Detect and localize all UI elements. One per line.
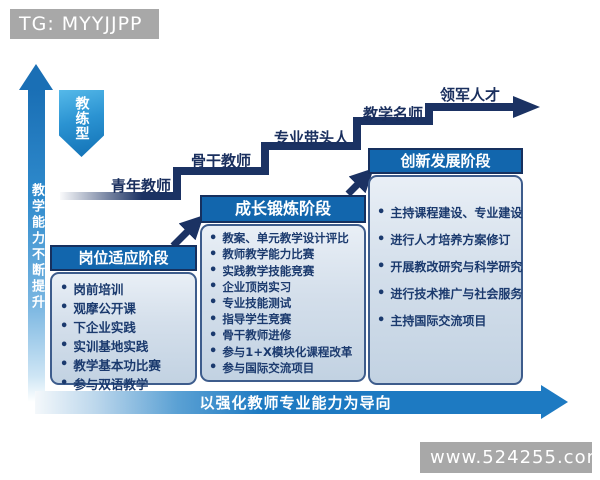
stage-item-label: 开展教改研究与科学研究 — [390, 259, 523, 274]
website-watermark-label: www.524255.com — [430, 447, 600, 468]
stage-item-label: 进行人才培养方案修订 — [390, 232, 511, 247]
website-watermark-tag: www.524255.com — [420, 442, 600, 473]
bullet-icon: • — [60, 376, 69, 391]
stage-item: • 指导学生竞赛 — [209, 311, 362, 327]
connector-arrow-2-icon — [345, 168, 374, 197]
stage-item-label: 骨干教师进修 — [222, 328, 292, 343]
stage-box-adaptation: 岗位适应阶段 • 岗前培训 • 观摩公开课 • 下企业实践 • 实训基地实践 •… — [50, 245, 197, 392]
stage-items-innovation: • 主持课程建设、专业建设 • 进行人才培养方案修订 • 开展教改研究与科学研究… — [368, 175, 523, 385]
stage-item-label: 参与国际交流项目 — [222, 360, 315, 375]
staircase-arrowhead-icon — [513, 96, 540, 118]
stage-title-growth: 成长锻炼阶段 — [200, 195, 366, 223]
stage-item-label: 参与1+X模块化课程改革 — [222, 344, 353, 359]
bullet-icon: • — [209, 246, 218, 262]
bullet-icon: • — [377, 285, 386, 301]
stair-level-leading-talent: 领军人才 — [440, 86, 501, 104]
stage-item: • 主持国际交流项目 — [377, 312, 519, 329]
stage-box-growth: 成长锻炼阶段 • 教案、单元教学设计评比 • 教师教学能力比赛 • 实践教学技能… — [200, 195, 366, 382]
stage-item: • 专业技能测试 — [209, 295, 362, 311]
stage-items-adaptation: • 岗前培训 • 观摩公开课 • 下企业实践 • 实训基地实践 • 教学基本功比… — [50, 272, 197, 392]
stair-level-professional-leader: 专业带头人 — [274, 129, 350, 147]
staircase-path — [60, 103, 515, 200]
bullet-icon: • — [209, 279, 218, 295]
stage-item: • 教学基本功比赛 — [60, 355, 193, 374]
x-axis-label: 以强化教师专业能力为导向 — [199, 394, 392, 412]
stage-item: • 下企业实践 — [60, 317, 193, 336]
stage-items-growth: • 教案、单元教学设计评比 • 教师教学能力比赛 • 实践教学技能竞赛 • 企业… — [200, 224, 366, 382]
bullet-icon: • — [377, 258, 386, 274]
bullet-icon: • — [209, 311, 218, 327]
stage-item: • 骨干教师进修 — [209, 327, 362, 343]
stage-item-label: 指导学生竞赛 — [222, 312, 292, 327]
tg-watermark-tag: TG: MYYJJPP — [10, 9, 159, 39]
stage-item-label: 进行技术推广与社会服务 — [390, 286, 523, 301]
bullet-icon: • — [60, 338, 69, 353]
connector-arrow-1-icon — [170, 215, 204, 249]
bullet-icon: • — [60, 281, 69, 296]
y-axis-arrow-shaft — [28, 89, 45, 402]
stair-level-master-teacher: 教学名师 — [363, 105, 424, 123]
stage-title-innovation: 创新发展阶段 — [368, 148, 523, 174]
bullet-icon: • — [209, 230, 218, 246]
bullet-icon: • — [209, 344, 218, 360]
stage-item: • 实践教学技能竞赛 — [209, 263, 362, 279]
stair-level-backbone-teacher: 骨干教师 — [191, 152, 252, 170]
bullet-icon: • — [377, 312, 386, 328]
tg-watermark-label: TG: MYYJJPP — [19, 13, 143, 35]
stage-box-innovation: 创新发展阶段 • 主持课程建设、专业建设 • 进行人才培养方案修订 • 开展教改… — [368, 148, 523, 385]
stage-title-adaptation: 岗位适应阶段 — [50, 245, 197, 271]
stage-item-label: 岗前培训 — [73, 282, 124, 297]
bullet-icon: • — [60, 319, 69, 334]
stage-item: • 进行人才培养方案修订 — [377, 231, 519, 248]
stage-item-label: 下企业实践 — [73, 320, 136, 335]
stage-item: • 开展教改研究与科学研究 — [377, 258, 523, 275]
stage-item: • 主持课程建设、专业建设 — [377, 204, 523, 221]
x-axis-arrowhead-icon — [541, 385, 568, 419]
x-axis-arrow: 以强化教师专业能力为导向 — [35, 391, 542, 414]
stage-item: • 实训基地实践 — [60, 336, 193, 355]
stage-item-label: 观摩公开课 — [73, 301, 136, 316]
y-axis-arrow-icon — [19, 64, 53, 90]
stage-item: • 参与1+X模块化课程改革 — [209, 344, 362, 360]
stair-level-young-teacher: 青年教师 — [111, 177, 172, 195]
stage-item: • 观摩公开课 — [60, 298, 193, 317]
stage-item: • 教案、单元教学设计评比 — [209, 230, 362, 246]
stage-item-label: 企业顶岗实习 — [222, 279, 292, 294]
stage-item-label: 教学基本功比赛 — [73, 358, 161, 373]
bullet-icon: • — [209, 327, 218, 343]
stage-item-label: 教案、单元教学设计评比 — [222, 231, 349, 246]
stage-item-label: 主持课程建设、专业建设 — [390, 205, 523, 220]
stage-item: • 参与国际交流项目 — [209, 360, 362, 376]
stage-item: • 岗前培训 — [60, 279, 193, 298]
stage-item: • 进行技术推广与社会服务 — [377, 285, 523, 302]
bullet-icon: • — [60, 357, 69, 372]
stage-item: • 企业顶岗实习 — [209, 279, 362, 295]
y-axis-label: 教学能力不断提升 — [29, 183, 44, 311]
bullet-icon: • — [209, 360, 218, 376]
stage-item-label: 实践教学技能竞赛 — [222, 263, 315, 278]
stage-item: • 参与双语教学 — [60, 374, 193, 393]
stage-item-label: 主持国际交流项目 — [390, 313, 487, 328]
stage-item-label: 参与双语教学 — [73, 377, 149, 392]
stage-item-label: 实训基地实践 — [73, 339, 149, 354]
coach-type-label: 教练型 — [73, 96, 90, 141]
bullet-icon: • — [377, 204, 386, 220]
stage-item: • 教师教学能力比赛 — [209, 246, 362, 262]
bullet-icon: • — [60, 300, 69, 315]
stage-item-label: 专业技能测试 — [222, 295, 292, 310]
bullet-icon: • — [209, 263, 218, 279]
bullet-icon: • — [377, 231, 386, 247]
stage-item-label: 教师教学能力比赛 — [222, 247, 315, 262]
bullet-icon: • — [209, 295, 218, 311]
